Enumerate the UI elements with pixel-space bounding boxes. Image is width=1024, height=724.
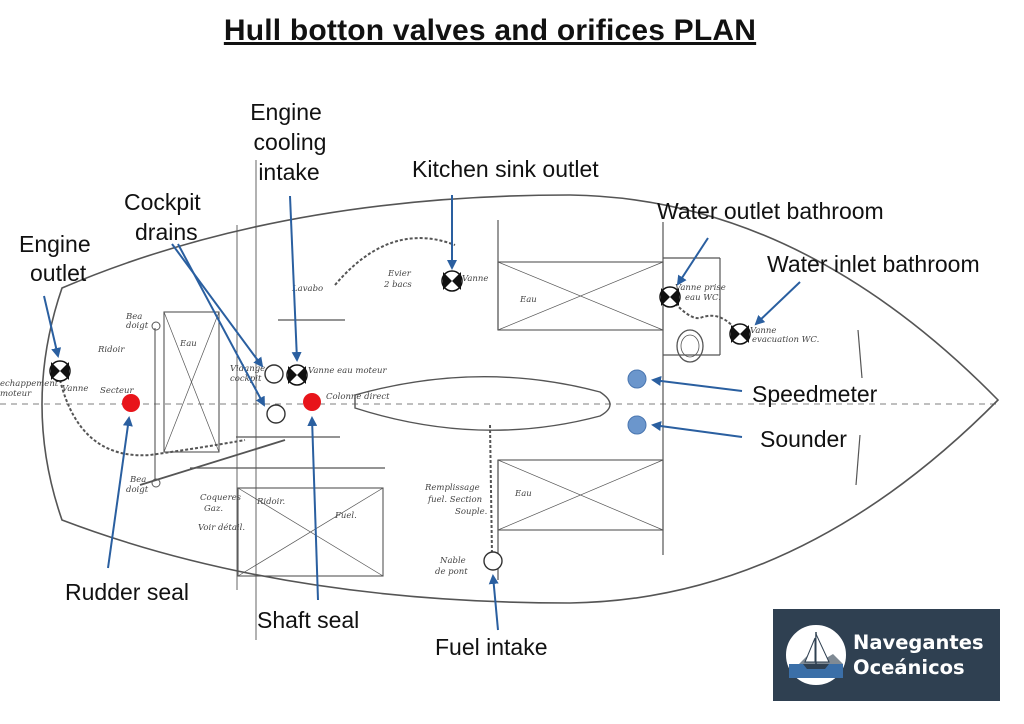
navegantes-oceanicos-logo: Navegantes Oceánicos [773,609,1000,701]
sounder-marker [627,415,647,435]
plan-note-lavabo: Lavabo [291,284,323,294]
plan-note-nable: Nable [439,556,466,566]
valve-icon [286,364,308,386]
arrow-water-outlet [676,237,709,286]
plan-note-eau-lower: Eau [514,489,532,499]
rudder-seal-marker [122,394,140,412]
label-rudder-seal: Rudder seal [65,579,189,605]
valve-icon [49,360,71,382]
label-shaft-seal: Shaft seal [257,607,359,633]
plan-note-evacuation-wc: evacuation WC. [752,335,819,345]
arrow-engine-outlet [43,295,62,358]
label-fuel-intake: Fuel intake [435,634,548,660]
label-engine-cooling-line1: Engine [250,99,322,125]
plan-note-ridoir-left: Ridoir [97,345,125,355]
valve-icon [659,286,681,308]
plan-annotations: Evier 2 bacs Vanne Lavabo Eau Eau Eau Va… [0,269,819,577]
plan-note-doigt-bottom: doigt [126,485,149,495]
arrow-fuel-intake [488,574,499,631]
plan-note-eau-wc: eau WC. [685,293,721,303]
plan-note-de-pont: de pont [435,567,468,577]
plan-note-bea-bottom: Bea [129,475,146,485]
logo-text-line1: Navegantes [853,631,984,654]
plan-note-vidange: Vidange [230,364,265,374]
sailboat-emblem-icon [786,625,846,685]
plan-note-cockpit: cockpit [230,374,262,384]
logo-text-line2: Oceánicos [853,656,965,679]
plan-note-vanne-eau-moteur: Vanne eau moteur [308,366,387,376]
page-title: Hull botton valves and orifices PLAN [223,14,757,47]
plan-note-eau-left: Eau [179,339,197,349]
seals [122,393,321,412]
valve-icon [729,323,751,345]
arrow-sounder [651,421,743,438]
plan-note-doigt-top: doigt [126,321,149,331]
hull-outline [41,194,1000,604]
arrow-speedmeter [651,376,743,392]
plan-note-bea-top: Bea [125,312,142,322]
cockpit-drain-orifice-upper [264,364,284,384]
plan-note-secteur: Secteur [100,386,135,396]
open-orifices [264,364,503,571]
label-kitchen-sink-outlet: Kitchen sink outlet [412,156,599,182]
callout-arrows [43,195,801,631]
label-engine-outlet-line1: Engine [19,231,91,257]
plan-note-vanne-echappement: Vanne [62,384,88,394]
plan-note-evier: Evier [387,269,412,279]
label-engine-cooling-line2: cooling [254,129,327,155]
valve-symbols [49,270,751,386]
label-water-outlet-bathroom: Water outlet bathroom [657,198,884,224]
plan-note-vanne-evier: Vanne [462,274,488,284]
plan-note-echappement: echappement [0,379,59,389]
arrow-engine-cooling [289,195,302,362]
shaft-seal-marker [303,393,321,411]
plan-note-vanne-prise: Vanne prise [675,283,726,293]
label-engine-outlet-line2: outlet [30,260,87,286]
plan-note-fuel: Fuel. [334,511,357,521]
speedmeter-marker [627,369,647,389]
arrow-shaft-seal [307,416,319,601]
plan-note-souple: Souple. [455,507,487,517]
cockpit-drain-orifice-lower [266,404,286,424]
plan-note-colonne-direct: Colonne direct [326,392,390,402]
label-cockpit-drains-line2: drains [135,219,198,245]
label-water-inlet-bathroom: Water inlet bathroom [767,251,980,277]
sensors [627,369,647,435]
fuel-intake-orifice [483,551,503,571]
arrow-cockpit-drain-1 [171,243,264,368]
plan-note-coqueres: Coqueres [200,493,242,503]
label-speedmeter: Speedmeter [752,381,878,407]
plan-note-fuel-section: fuel. Section [427,495,482,505]
plan-note-eau-front: Eau [519,295,537,305]
arrow-cockpit-drain-2 [177,243,265,407]
arrow-rudder-seal [107,416,133,569]
plan-note-gaz: Gaz. [204,504,223,514]
arrow-water-inlet [754,281,801,326]
label-cockpit-drains-line1: Cockpit [124,189,201,215]
valve-icon [441,270,463,292]
plan-note-2-bacs: 2 bacs [383,280,412,290]
plan-note-ridoir-center: Ridoir. [256,497,285,507]
plan-note-moteur: moteur [0,389,32,399]
callout-labels: Engine cooling intake Kitchen sink outle… [19,99,980,660]
plan-note-voir-detail: Voir détail. [198,522,245,533]
plan-note-remplissage: Remplissage [424,483,480,493]
plan-note-vanne-evacuation: Vanne [750,326,776,336]
label-engine-cooling-line3: intake [258,159,319,185]
label-sounder: Sounder [760,426,847,452]
